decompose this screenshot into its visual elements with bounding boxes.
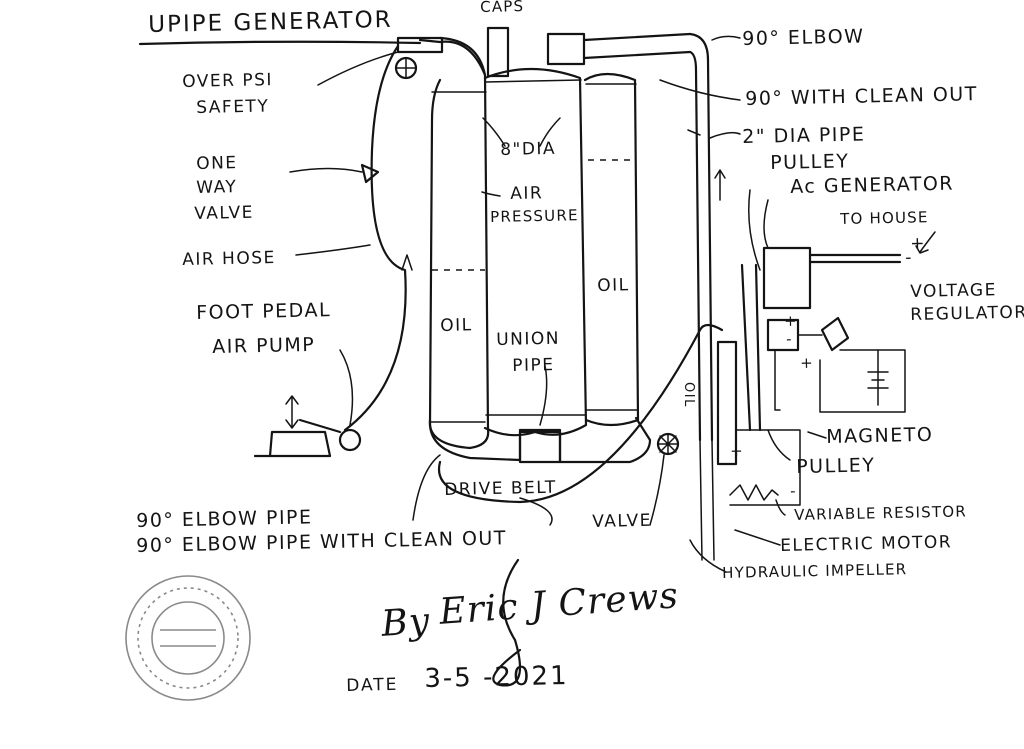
date-label: DATE: [346, 674, 399, 696]
union-pipe-box: [518, 430, 562, 464]
label-oil-right: OIL: [597, 275, 630, 296]
notary-seal: [125, 575, 251, 701]
one-way-valve: [360, 163, 380, 184]
battery: [867, 349, 889, 406]
drive-belt: [437, 323, 724, 504]
label-voltage: VOLTAGE: [910, 280, 998, 302]
variable-resistor-zigzag: [729, 484, 779, 501]
foot-pedal-lever: [298, 418, 342, 434]
label-one: ONE: [196, 153, 238, 174]
label-way: WAY: [196, 177, 238, 198]
label-elbow-pipe: 90° ELBOW PIPE: [136, 506, 313, 532]
date-value: 3-5 -2021: [424, 660, 569, 694]
pump-wheel: [338, 428, 362, 452]
label-magneto: MAGNETO: [826, 423, 934, 448]
label-ac-generator: Ac GENERATOR: [790, 172, 955, 198]
up-down-arrow: [285, 395, 299, 429]
label-electric-motor: ELECTRIC MOTOR: [780, 532, 953, 556]
voltage-regulator: [820, 316, 850, 352]
label-minus-c: -: [790, 481, 798, 500]
left-pipe: [418, 38, 490, 450]
cap-right: [546, 32, 586, 66]
label-2in-dia-pipe: 2" DIA PIPE: [742, 123, 866, 148]
label-variable-resistor: VARIABLE RESISTOR: [794, 502, 968, 524]
label-caps: CAPS: [480, 0, 525, 16]
cap-left: [486, 26, 510, 78]
title-underline: [138, 40, 422, 46]
label-drive-belt: DRIVE BELT: [444, 477, 558, 500]
label-over-psi: OVER PSI: [182, 70, 274, 92]
middle-pipe-band-top: [485, 79, 582, 83]
signature-flourish: [492, 558, 522, 687]
label-house-minus: -: [905, 247, 914, 268]
signature-by: By: [380, 600, 432, 645]
label-pressure: PRESSURE: [490, 206, 579, 226]
label-valve-left: VALVE: [194, 202, 255, 224]
label-plus-a: +: [784, 311, 799, 330]
pulley-assembly: [740, 263, 762, 432]
label-motor-mini: OIL: [681, 382, 696, 408]
label-union: UNION: [496, 328, 561, 350]
label-minus-a: -: [786, 329, 794, 348]
label-plus-c: +: [730, 441, 745, 460]
top-elbow: [688, 32, 714, 442]
label-to-house: TO HOUSE: [840, 208, 929, 228]
label-safety: SAFETY: [196, 96, 270, 118]
circuit-wires: [729, 334, 906, 506]
label-elbow-90-top: 90° ELBOW: [742, 25, 865, 50]
cap-right-connect: [582, 32, 692, 60]
right-pipe: [583, 72, 640, 427]
label-pulley-top: PULLEY: [770, 150, 850, 174]
label-regulator: REGULATOR: [910, 302, 1024, 325]
label-8in-dia: 8"DIA: [500, 138, 557, 160]
label-union-pipe: PIPE: [512, 355, 555, 376]
label-air-pump: AIR PUMP: [212, 333, 316, 358]
to-house-arrow: [915, 231, 936, 254]
label-pulley-bottom: PULLEY: [796, 454, 876, 478]
label-plus-b: +: [800, 353, 815, 372]
middle-pipe: [483, 67, 588, 437]
hose-arrow: [401, 254, 413, 271]
page-title: UPIPE GENERATOR: [148, 6, 393, 38]
label-oil-left: OIL: [440, 315, 473, 336]
label-air: AIR: [510, 183, 544, 204]
foot-pedal-base: [253, 430, 332, 458]
air-hose: [343, 44, 407, 432]
left-pipe-top-bend: [438, 36, 487, 77]
label-air-hose: AIR HOSE: [182, 248, 276, 270]
motor-box: [716, 340, 738, 466]
bottom-union: [428, 416, 652, 464]
label-foot-pedal: FOOT PEDAL: [196, 299, 332, 324]
ac-generator-box: [762, 246, 812, 310]
label-valve-bottom: VALVE: [592, 510, 653, 532]
